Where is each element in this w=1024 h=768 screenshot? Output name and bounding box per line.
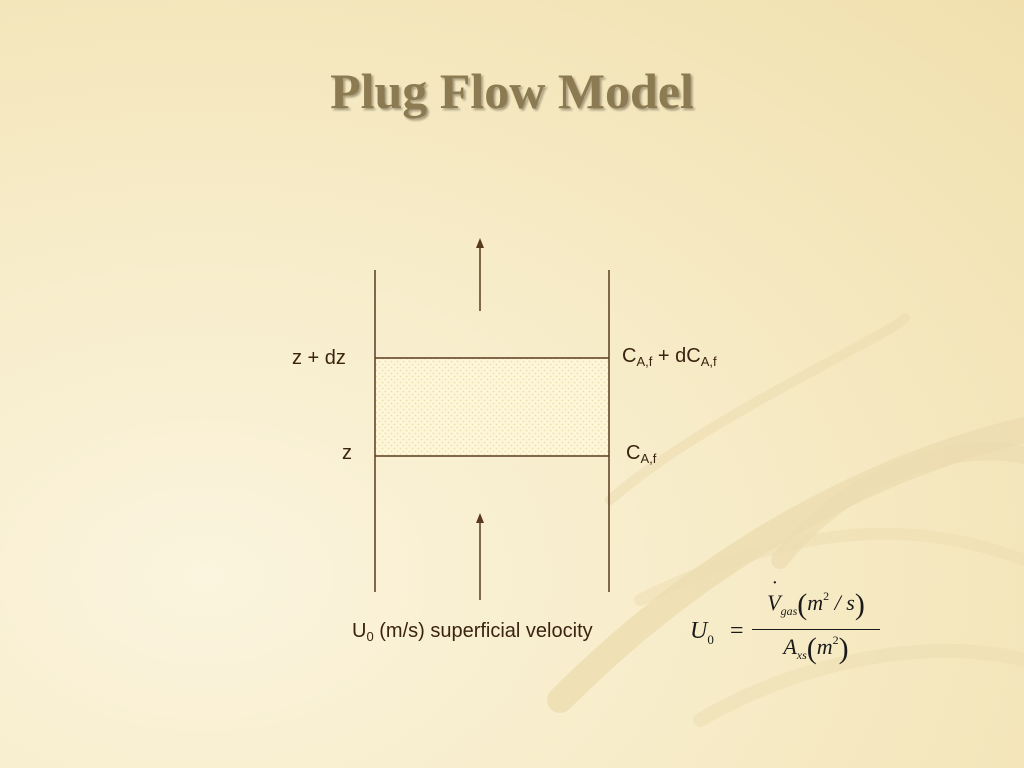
equation-equals: =: [730, 618, 744, 644]
label-z: z: [342, 442, 352, 464]
label-z-plus-dz: z + dz: [292, 347, 346, 369]
swirl-5: [693, 643, 1024, 727]
label-superficial-velocity: U0 (m/s) superficial velocity: [352, 620, 593, 644]
differential-slice: [376, 358, 609, 456]
equation-numerator: Vgas(m2 / s): [752, 576, 880, 622]
equation-denominator: Axs(m2): [783, 632, 849, 665]
label-conc-bottom: CA,f: [626, 442, 657, 466]
fraction-bar: [752, 629, 880, 630]
swirl-2: [605, 313, 910, 505]
flow-arrow-bottom: [476, 513, 484, 600]
equation-lhs: U0: [690, 618, 714, 647]
swirl-3: [771, 442, 1024, 569]
velocity-equation: U0 = Vgas(m2 / s) Axs(m2): [690, 576, 900, 668]
page-title: Plug Flow Model: [330, 63, 694, 119]
flow-arrow-top: [476, 238, 484, 311]
swirl-4: [634, 527, 1024, 606]
label-conc-top: CA,f + dCA,f: [622, 345, 717, 369]
